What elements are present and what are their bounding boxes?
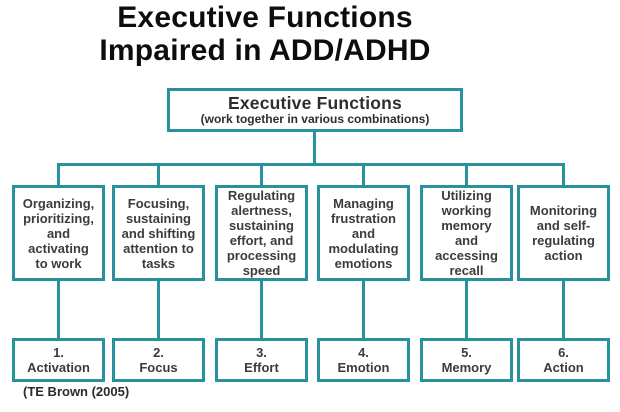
label-number: 3.	[256, 345, 267, 360]
label-text: Focus	[139, 360, 178, 375]
page-title-line2: Impaired in ADD/ADHD	[99, 34, 431, 67]
label-number: 4.	[358, 345, 369, 360]
root-box-executive-functions: Executive Functions (work together in va…	[167, 88, 463, 132]
page-title-line1: Executive Functions	[117, 1, 413, 34]
function-box-memory: Utilizing working memory and accessing r…	[420, 185, 513, 281]
page-title: Executive Functions Impaired in ADD/ADHD	[0, 1, 530, 67]
label-text: Effort	[244, 360, 279, 375]
connector-effort	[260, 279, 263, 340]
label-box-emotion: 4. Emotion	[317, 338, 410, 382]
function-box-action: Monitoring and self- regulating action	[517, 185, 610, 281]
label-number: 5.	[461, 345, 472, 360]
citation: (TE Brown (2005)	[23, 384, 130, 399]
function-box-focus: Focusing, sustaining and shifting attent…	[112, 185, 205, 281]
connector-drop-focus	[157, 163, 160, 187]
connector-focus	[157, 279, 160, 340]
connector-bus	[57, 163, 565, 166]
connector-action	[562, 279, 565, 340]
label-box-activation: 1. Activation	[12, 338, 105, 382]
label-text: Action	[543, 360, 584, 375]
label-text: Emotion	[337, 360, 390, 375]
label-box-memory: 5. Memory	[420, 338, 513, 382]
label-number: 6.	[558, 345, 569, 360]
function-box-activation: Organizing, prioritizing, and activating…	[12, 185, 105, 281]
function-box-effort: Regulating alertness, sustaining effort,…	[215, 185, 308, 281]
label-box-action: 6. Action	[517, 338, 610, 382]
connector-drop-memory	[465, 163, 468, 187]
label-number: 1.	[53, 345, 64, 360]
connector-drop-action	[562, 163, 565, 187]
label-text: Activation	[27, 360, 90, 375]
label-box-focus: 2. Focus	[112, 338, 205, 382]
connector-root-stem	[313, 129, 316, 166]
label-number: 2.	[153, 345, 164, 360]
connector-memory	[465, 279, 468, 340]
connector-activation	[57, 279, 60, 340]
connector-emotion	[362, 279, 365, 340]
root-box-subheading: (work together in various combinations)	[200, 112, 430, 126]
connector-drop-effort	[260, 163, 263, 187]
connector-drop-activation	[57, 163, 60, 187]
label-box-effort: 3. Effort	[215, 338, 308, 382]
connector-drop-emotion	[362, 163, 365, 187]
label-text: Memory	[441, 360, 492, 375]
function-box-emotion: Managing frustration and modulating emot…	[317, 185, 410, 281]
root-box-heading: Executive Functions	[228, 93, 402, 113]
